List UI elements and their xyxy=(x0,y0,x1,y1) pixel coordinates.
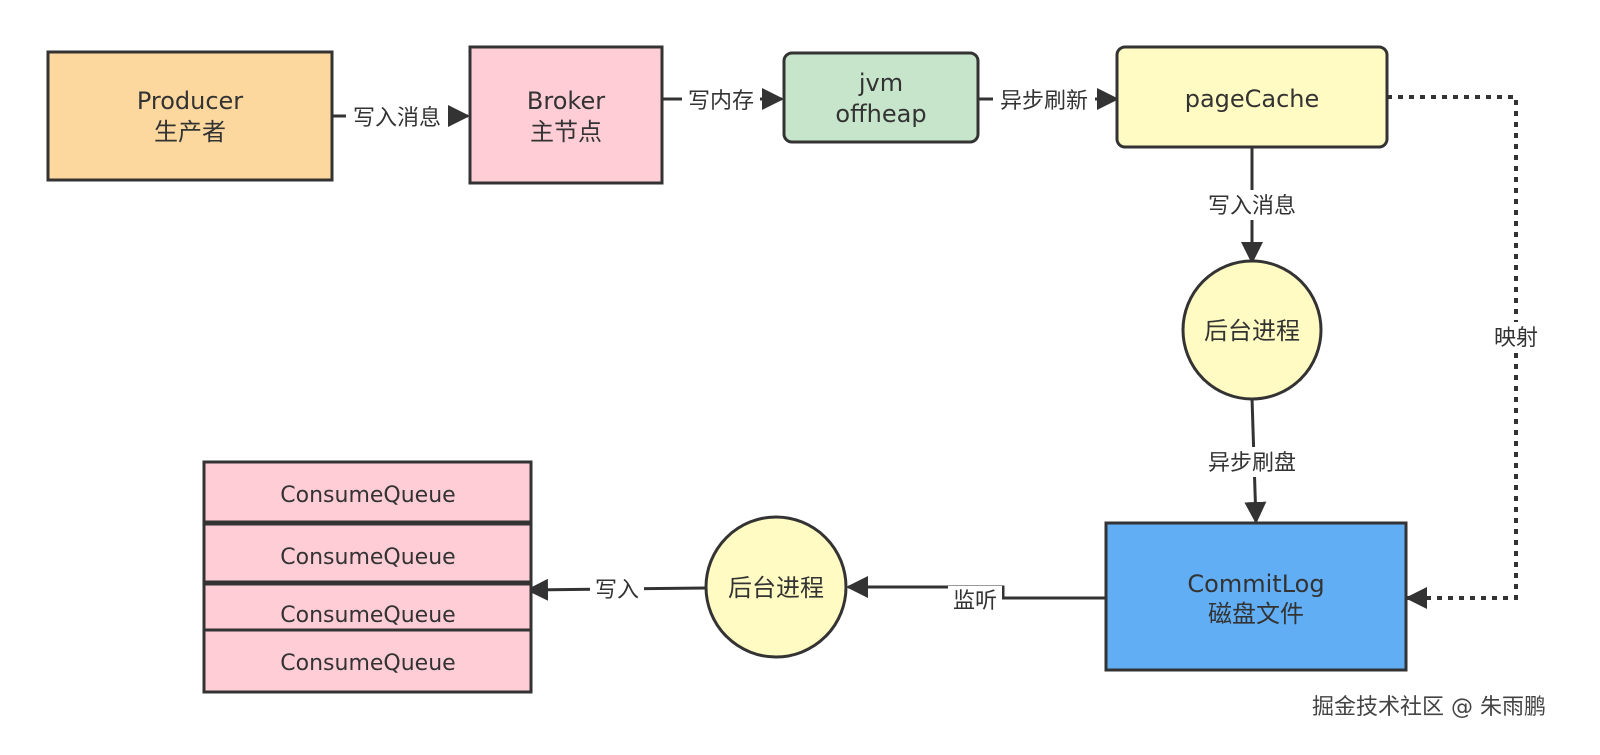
node-pagecache-box xyxy=(1115,45,1389,149)
watermark-text: 掘金技术社区 @ 朱雨鹏 xyxy=(1312,695,1546,720)
node-producer-subtitle: 生产者 xyxy=(154,118,226,146)
edge-label-write-memory: 写内存 xyxy=(688,89,754,114)
node-process-2-circle xyxy=(704,515,848,659)
edge-broker-to-jvm: 写内存 xyxy=(662,86,784,114)
node-commitlog-title: CommitLog xyxy=(1187,570,1324,598)
edge-pagecache-mapping: 映射 xyxy=(1387,95,1544,609)
consume-queue-label-1: ConsumeQueue xyxy=(280,483,455,508)
edge-label-bg xyxy=(1200,190,1304,220)
consume-queue-label-3: ConsumeQueue xyxy=(280,603,455,628)
edge-label-bg xyxy=(346,103,448,131)
edge-producer-to-broker: 写入消息 xyxy=(332,103,470,131)
edge-process-to-queue: 写入 xyxy=(526,575,707,603)
node-producer: Producer 生产者 xyxy=(46,50,334,182)
node-commitlog-subtitle: 磁盘文件 xyxy=(1208,600,1304,628)
edge-label-bg xyxy=(993,86,1095,114)
node-pagecache-title: pageCache xyxy=(1185,85,1320,113)
node-jvm-subtitle: offheap xyxy=(835,100,926,128)
consume-queue-label-2: ConsumeQueue xyxy=(280,545,455,570)
consume-queue-stack: ConsumeQueue ConsumeQueue ConsumeQueue C… xyxy=(202,460,533,694)
node-commitlog: CommitLog 磁盘文件 xyxy=(1104,521,1408,672)
edge-label-mapping: 映射 xyxy=(1494,326,1538,351)
consume-queue-label-4: ConsumeQueue xyxy=(280,651,455,676)
node-producer-title: Producer xyxy=(137,87,243,115)
consume-queue-box-1 xyxy=(202,460,533,524)
node-broker-subtitle: 主节点 xyxy=(530,118,602,146)
node-broker-title: Broker xyxy=(527,87,605,115)
node-process-1-label: 后台进程 xyxy=(1204,317,1300,345)
consume-queue-box-2 xyxy=(202,522,533,584)
edge-label-write-message-2: 写入消息 xyxy=(1208,194,1296,219)
edge-commitlog-to-process: 监听 xyxy=(846,576,1106,614)
node-background-process-1: 后台进程 xyxy=(1181,259,1323,401)
edge-label-bg xyxy=(948,586,1002,614)
edge-label-write-message: 写入消息 xyxy=(353,106,441,131)
edge-label-async-refresh: 异步刷新 xyxy=(1000,89,1088,114)
node-commitlog-box xyxy=(1104,521,1408,672)
edge-label-bg xyxy=(1200,447,1304,477)
node-background-process-2: 后台进程 xyxy=(704,515,848,659)
edge-pagecache-to-process: 写入消息 xyxy=(1200,147,1304,264)
edge-label-async-flush: 异步刷盘 xyxy=(1208,451,1296,476)
node-producer-box xyxy=(46,50,334,182)
edge-label-listen: 监听 xyxy=(953,589,997,614)
node-jvm-offheap: jvm offheap xyxy=(782,51,980,144)
node-process-2-label: 后台进程 xyxy=(728,574,824,602)
node-process-1-circle xyxy=(1181,259,1323,401)
node-broker-box xyxy=(468,45,664,185)
edge-process-to-commitlog: 异步刷盘 xyxy=(1200,397,1304,524)
node-broker: Broker 主节点 xyxy=(468,45,664,185)
edge-label-write: 写入 xyxy=(595,578,639,603)
node-pagecache: pageCache xyxy=(1115,45,1389,149)
edge-label-bg xyxy=(590,575,644,603)
node-jvm-title: jvm xyxy=(858,69,903,97)
consume-queue-box-4 xyxy=(202,628,533,694)
edge-label-bg xyxy=(682,86,760,114)
edge-label-bg xyxy=(1488,322,1544,352)
edge-jvm-to-pagecache: 异步刷新 xyxy=(978,86,1119,114)
node-jvm-box xyxy=(782,51,980,144)
